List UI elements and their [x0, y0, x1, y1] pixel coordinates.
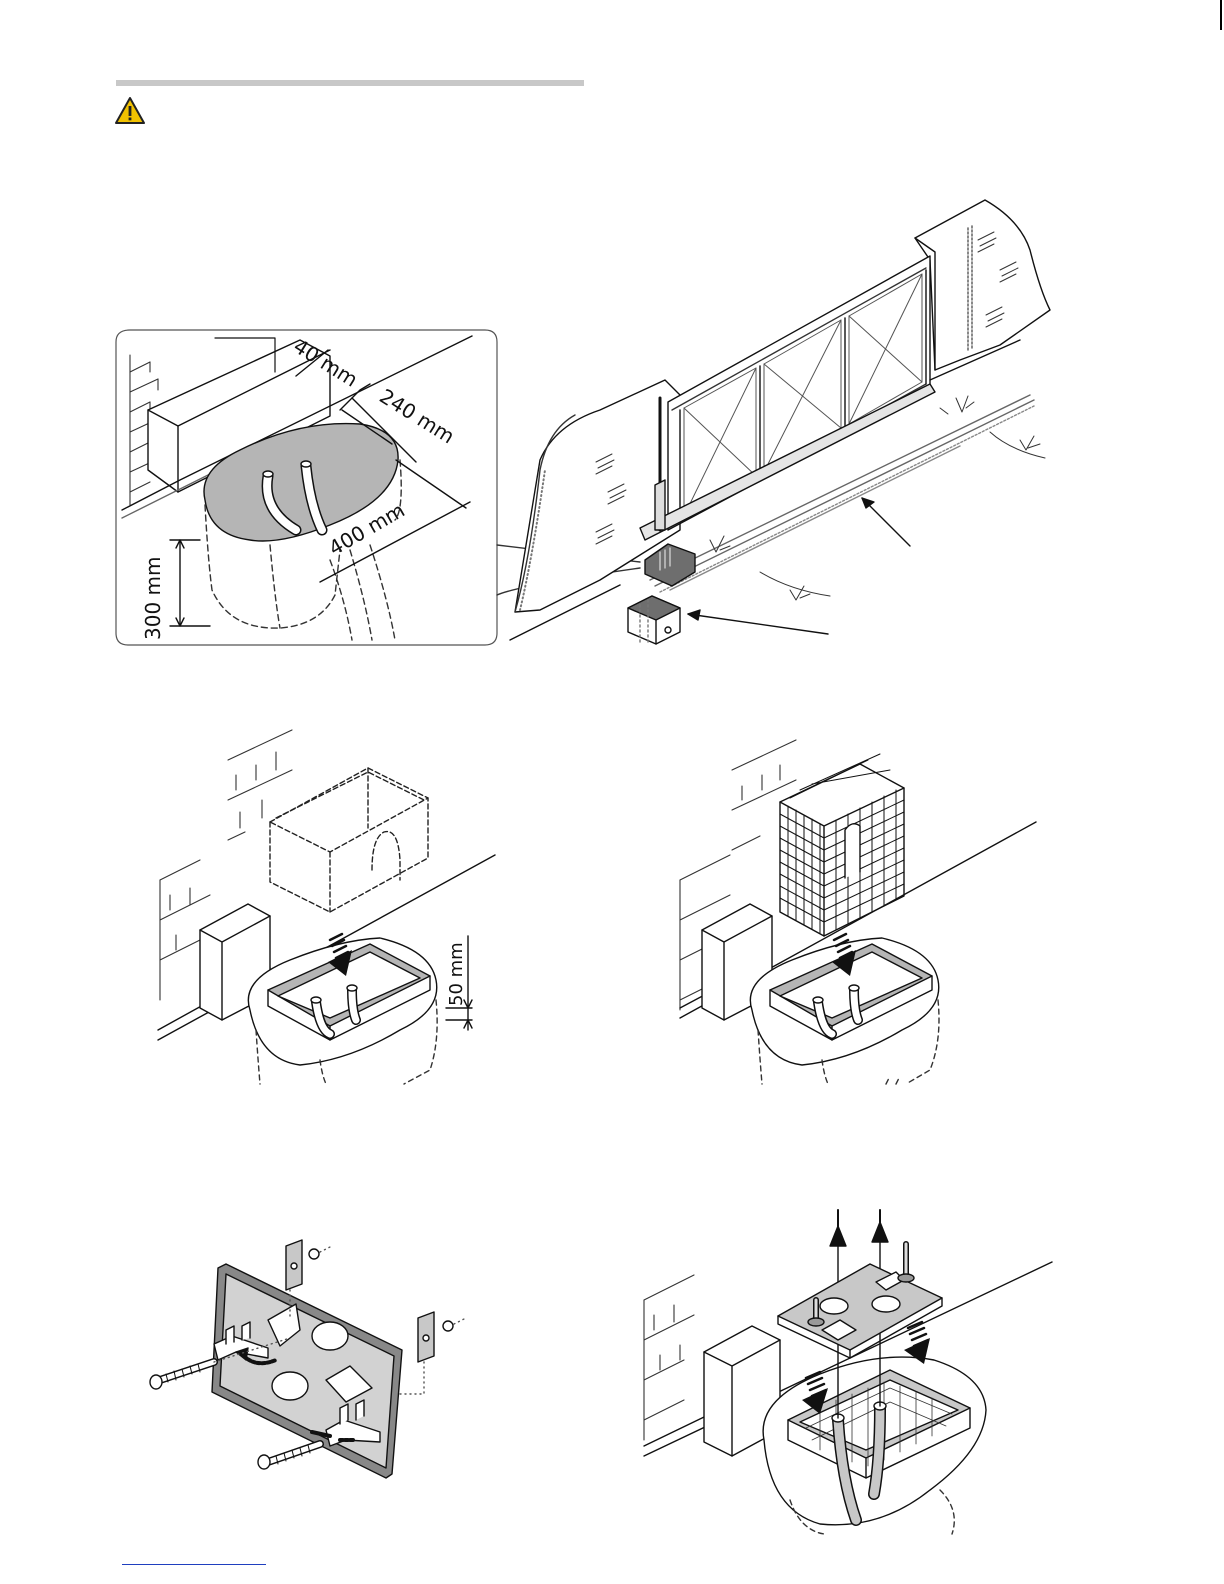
- reinforcement-cage-diagram: [680, 740, 1036, 1084]
- gate-overview-diagram: [510, 200, 1050, 645]
- dim-300mm: 300 mm: [141, 557, 165, 641]
- foundation-plate-diagram: [150, 1240, 466, 1478]
- formwork-diagram: 50 mm: [158, 730, 495, 1084]
- plate-placement-diagram: [644, 1210, 1052, 1534]
- dim-50mm: 50 mm: [446, 942, 467, 1006]
- inset-foundation-diagram: 40 mm 240 mm 400 mm 300 mm: [116, 330, 497, 645]
